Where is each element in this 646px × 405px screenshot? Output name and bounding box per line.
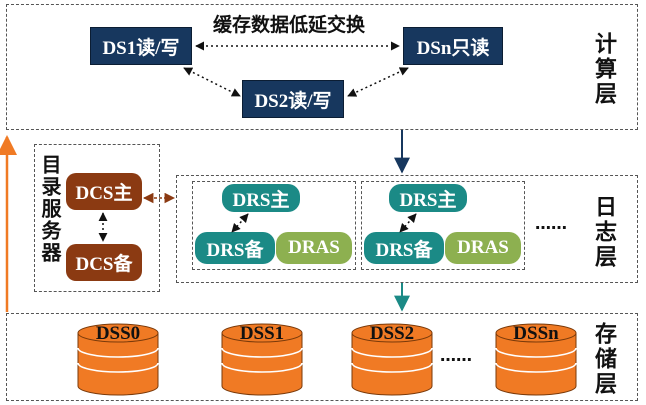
log-ellipsis: ……: [535, 214, 567, 233]
disk-label: DSS1: [240, 323, 284, 344]
ds2-read-write-node: DS2读/写: [242, 80, 344, 118]
ds1-ds2-link: [183, 67, 241, 97]
dras-node-1: DRAS: [276, 232, 352, 264]
log-layer-label: 日志层: [591, 195, 616, 270]
dras-node-2: DRAS: [445, 232, 521, 264]
drs-backup-node-1: DRS备: [195, 232, 275, 264]
directory-server-box: [34, 144, 160, 292]
disk-label: DSS0: [96, 323, 140, 344]
log-layer: [176, 175, 638, 283]
storage-disks: DSS0 DSS1 DSS2 DSSn: [77, 323, 577, 396]
storage-layer: [6, 313, 638, 401]
drs-backup-node-2: DRS备: [364, 232, 444, 264]
dsn-read-only-node: DSn只读: [403, 27, 503, 65]
storage-layer-label: 存储层: [591, 322, 616, 397]
drs-main-node-1: DRS主: [222, 184, 300, 212]
disk-3: DSSn: [495, 323, 577, 396]
dcs-main-node: DCS主: [66, 173, 142, 210]
directory-server-label: 目录服务器: [38, 154, 62, 264]
ds1-read-write-node: DS1读/写: [90, 27, 192, 65]
dcs-backup-node: DCS备: [66, 244, 142, 281]
disk-label: DSSn: [513, 323, 559, 344]
drs-main-node-2: DRS主: [389, 184, 467, 212]
drs-main-backup-link-1: [231, 213, 249, 233]
compute-layer-label: 计算层: [591, 32, 616, 107]
drs-group-2: [361, 181, 525, 270]
cache-exchange-label: 缓存数据低延交换: [213, 14, 366, 36]
disk-label: DSS2: [370, 323, 414, 344]
storage-ellipsis: ……: [440, 346, 472, 365]
drs-group-1: [192, 181, 356, 270]
drs-main-backup-link-2: [399, 213, 417, 233]
disk-1: DSS1: [221, 323, 303, 396]
compute-layer: [6, 4, 638, 130]
dsn-ds2-link: [347, 67, 409, 97]
disk-2: DSS2: [351, 323, 433, 396]
disk-0: DSS0: [77, 323, 159, 396]
